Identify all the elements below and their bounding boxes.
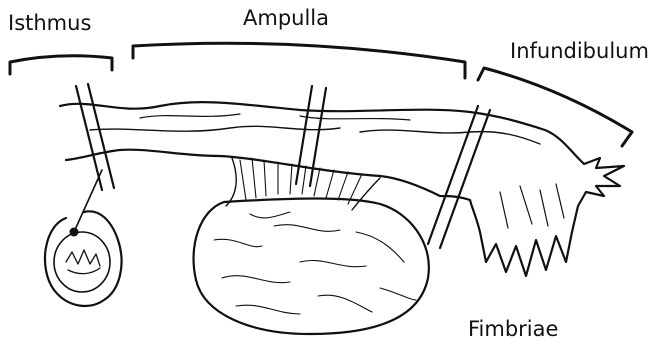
ovary [194, 199, 429, 335]
tube-fold-2 [360, 130, 540, 144]
isthmus-cross-section [45, 170, 122, 306]
cut-line-ampulla-b [310, 88, 326, 186]
pointer-dot [70, 228, 79, 237]
mesosalpinx-folds [240, 158, 362, 204]
section-cut-ampulla [296, 86, 326, 186]
tube-fold-1 [90, 126, 340, 131]
cut-line-infundibulum-a [428, 106, 478, 244]
ovary-outline [194, 199, 429, 335]
label-infundibulum: Infundibulum [510, 39, 649, 63]
cross-section-lumen [54, 232, 110, 292]
label-ampulla: Ampulla [243, 6, 329, 30]
cut-line-ampulla-a [296, 86, 312, 184]
cut-line-isthmus-a [76, 86, 102, 190]
section-cut-isthmus [76, 84, 114, 190]
label-isthmus: Isthmus [8, 11, 91, 35]
ampulla-bracket [133, 43, 465, 78]
tube-fold-3 [300, 116, 410, 120]
ovary-surface-lines [214, 212, 416, 314]
tube-fold-4 [140, 114, 240, 118]
pointer-line [74, 170, 102, 232]
cross-section-mucosa [66, 250, 100, 274]
label-fimbriae: Fimbriae [468, 317, 558, 341]
cut-line-infundibulum-b [440, 110, 490, 248]
isthmus-bracket [10, 56, 112, 74]
section-cut-infundibulum [428, 106, 490, 248]
fimbria-strands [500, 184, 564, 228]
